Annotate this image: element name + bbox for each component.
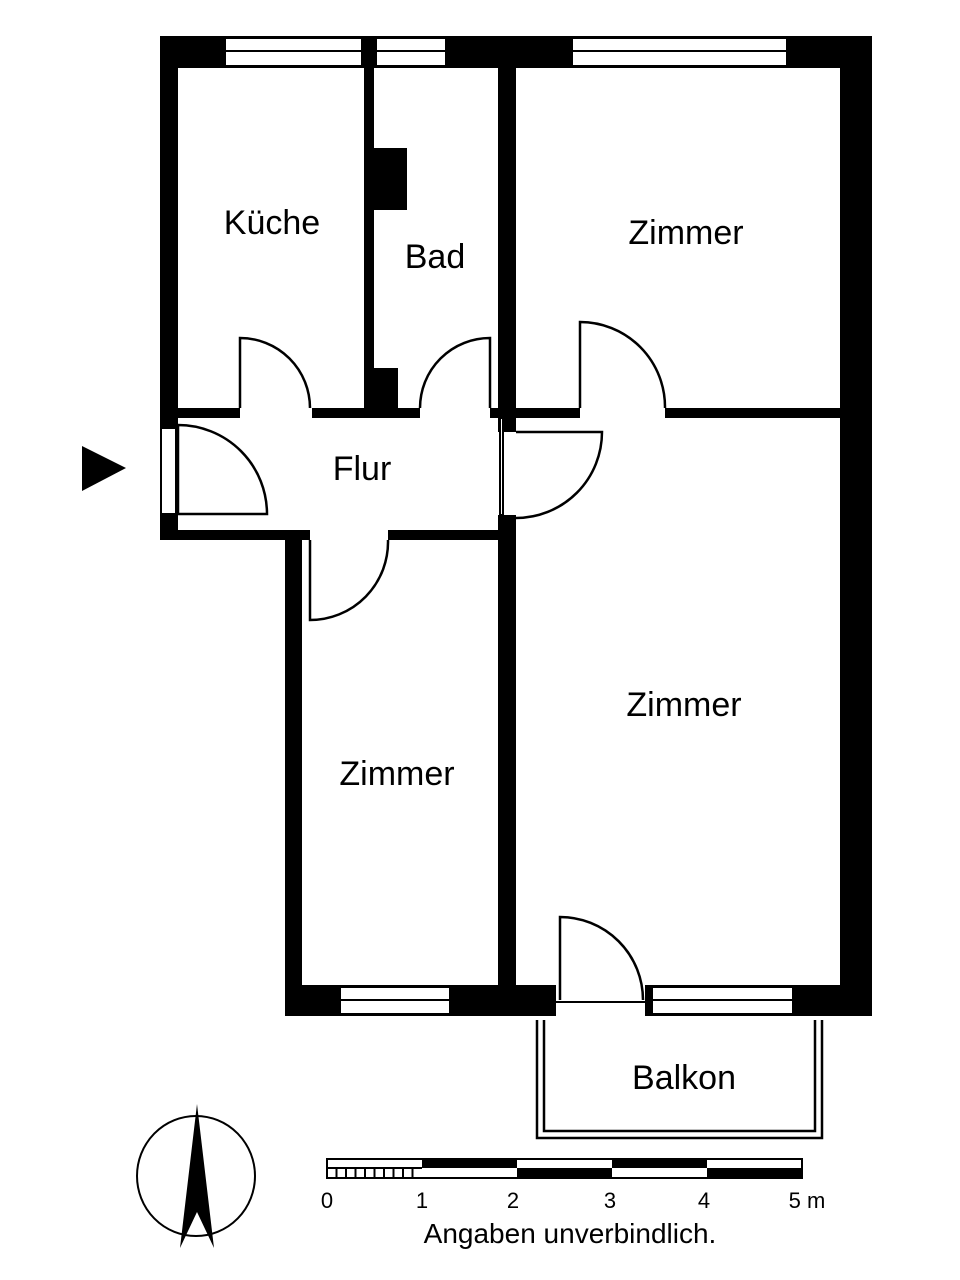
- kitchen-door: [238, 336, 312, 409]
- scale-tick: 0: [321, 1188, 333, 1213]
- room-label-kitchen: Küche: [224, 204, 320, 242]
- scale-bar: [326, 1158, 803, 1179]
- room-label-hall: Flur: [333, 450, 392, 488]
- disclaimer: Angaben unverbindlich.: [424, 1218, 717, 1249]
- scale-tick: 1: [416, 1188, 428, 1213]
- large-room-door: [515, 430, 604, 520]
- windows: [160, 37, 794, 1015]
- entrance-door: [176, 423, 269, 516]
- small-room-door: [308, 539, 390, 622]
- doors: [176, 320, 667, 1003]
- scale-tick: 2: [507, 1188, 519, 1213]
- north-arrow-icon: [136, 1104, 256, 1248]
- chimney-block: [374, 148, 407, 210]
- room-label-top-right: Zimmer: [628, 214, 743, 252]
- room-label-small: Zimmer: [339, 755, 454, 793]
- scale-tick: 5 m: [789, 1188, 826, 1213]
- room-label-bath: Bad: [405, 238, 466, 276]
- scale-tick: 3: [604, 1188, 616, 1213]
- scale-tick: 4: [698, 1188, 710, 1213]
- room-label-balcony: Balkon: [632, 1059, 736, 1097]
- balcony-door: [558, 915, 645, 1001]
- top-room-door: [578, 320, 667, 409]
- room-label-large: Zimmer: [626, 686, 741, 724]
- entrance-arrow-icon: [82, 446, 126, 491]
- bath-door: [418, 336, 492, 409]
- walls: [160, 36, 872, 1016]
- balcony: [535, 1020, 824, 1140]
